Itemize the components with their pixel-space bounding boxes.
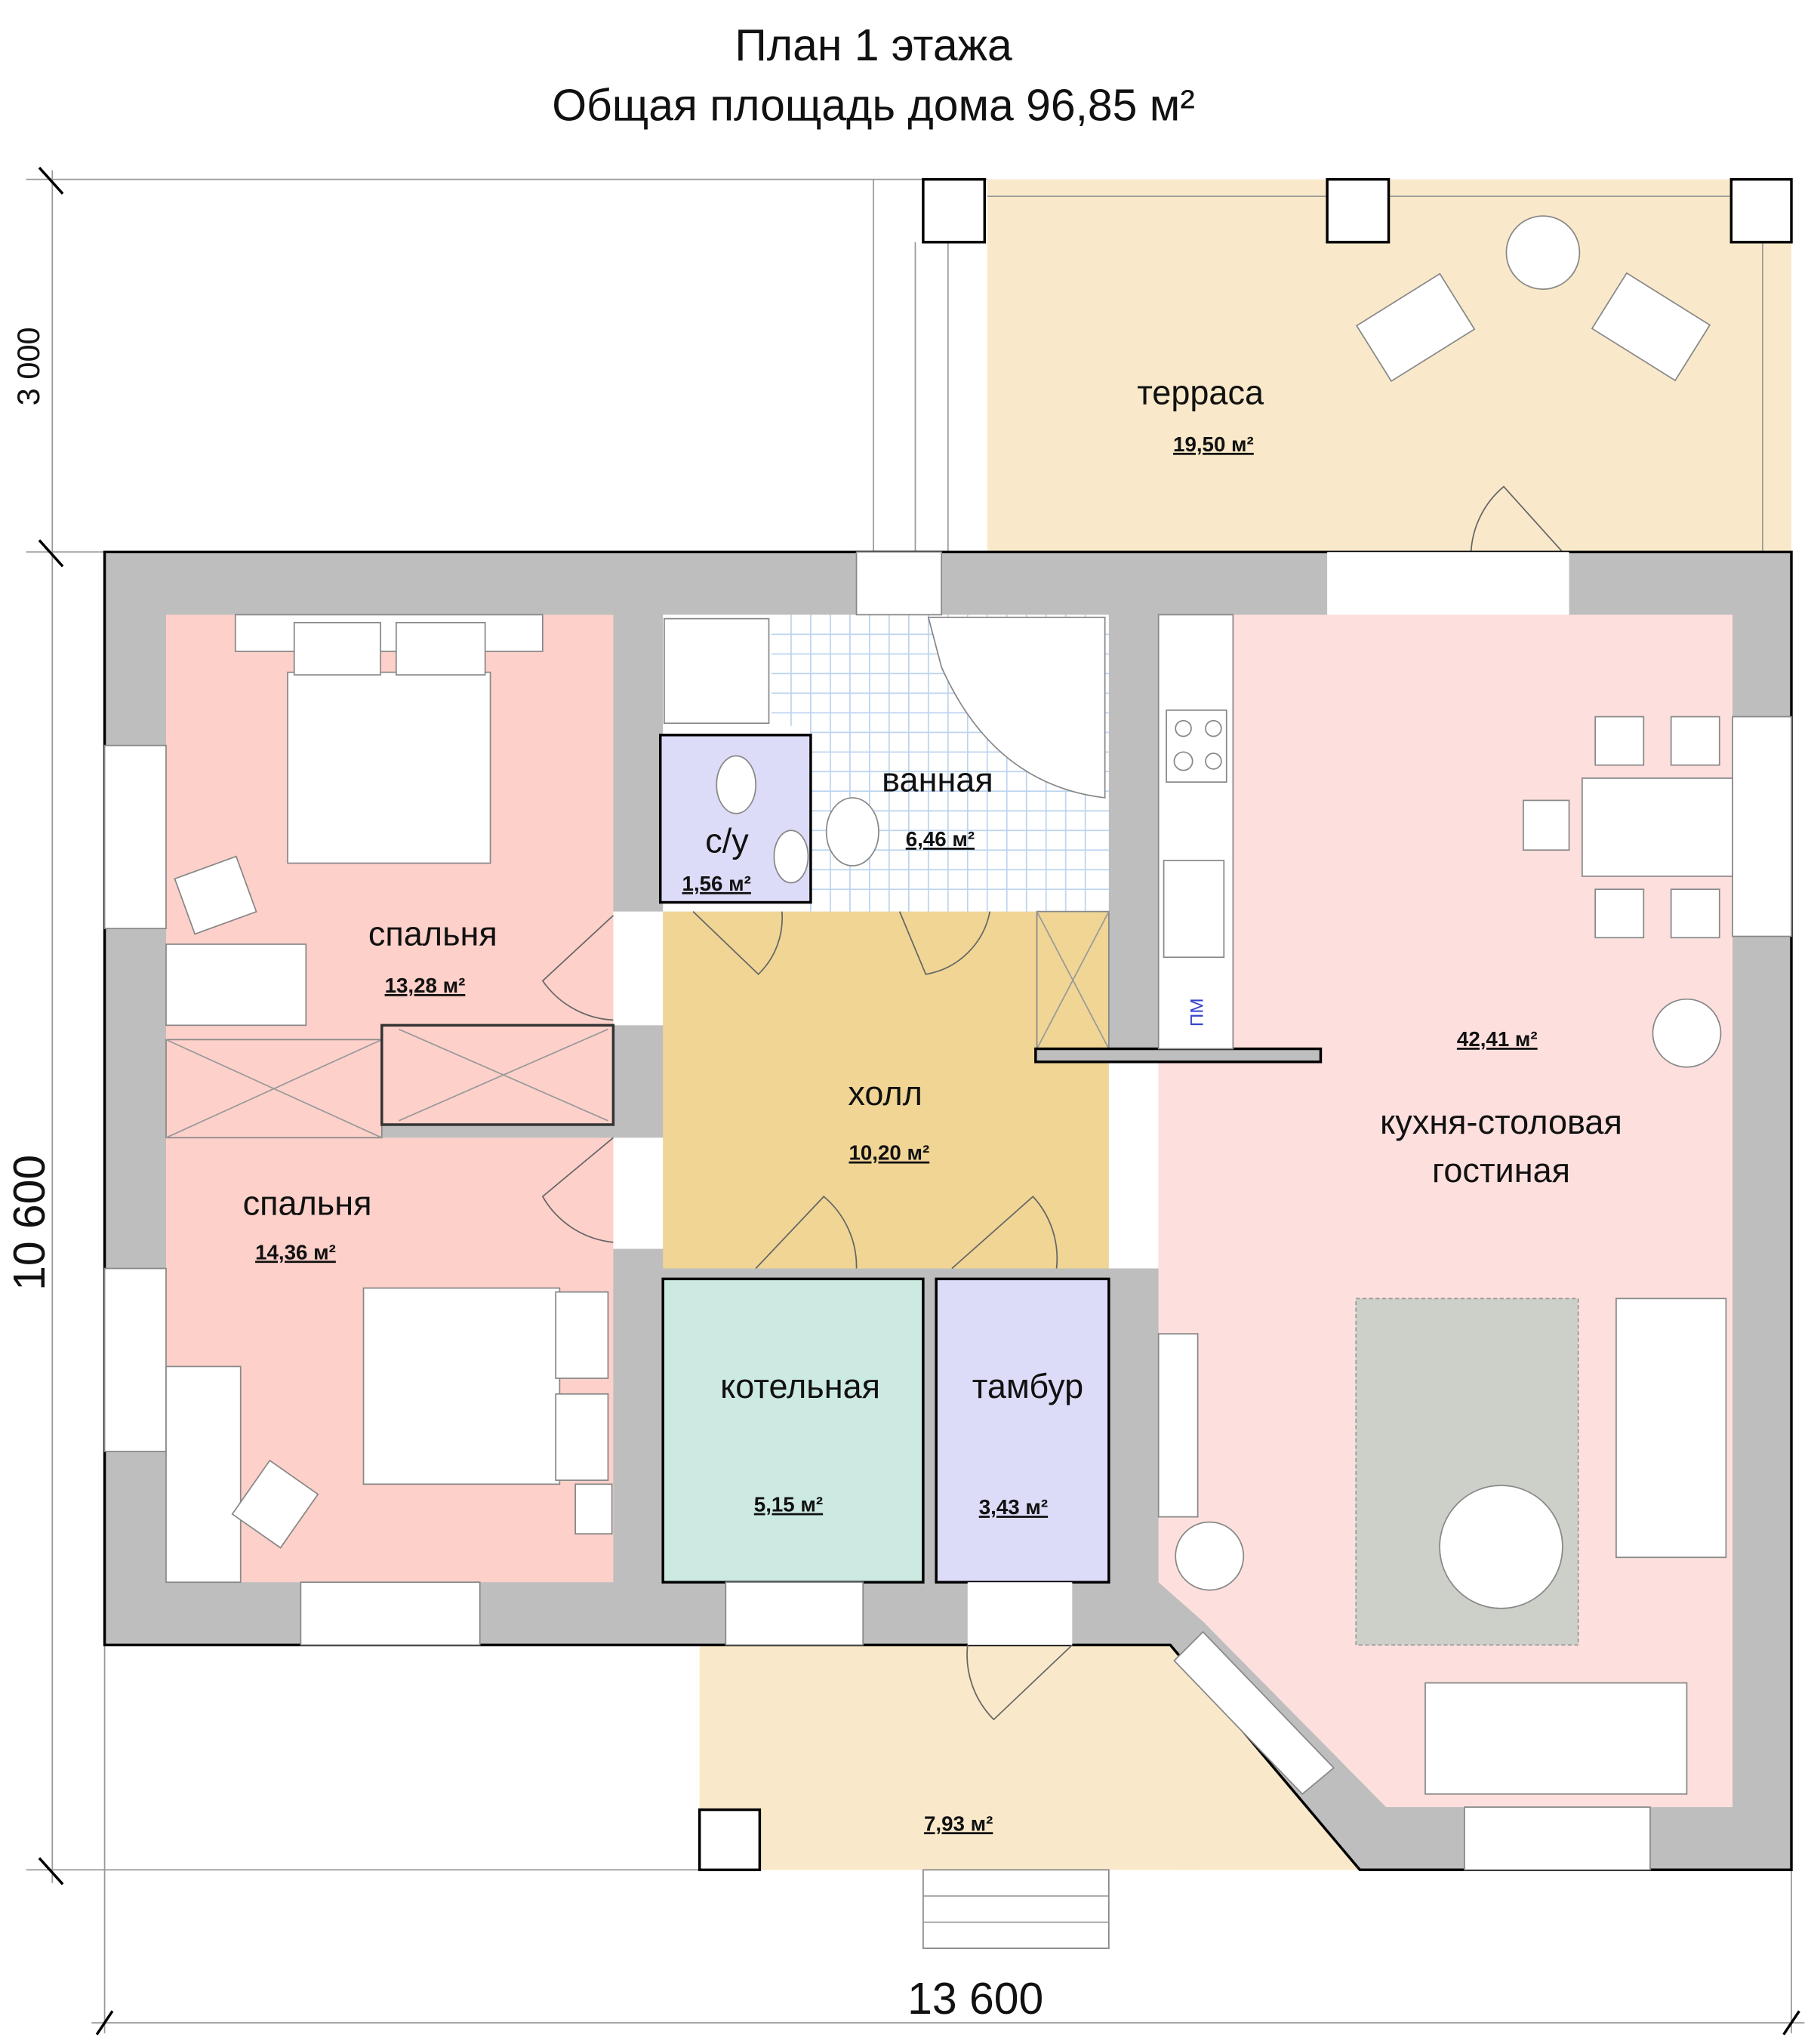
dining-table bbox=[1582, 777, 1733, 877]
coffee-table bbox=[1439, 1485, 1563, 1609]
sofa bbox=[1424, 1682, 1688, 1795]
room-name-hall: холл bbox=[848, 1074, 922, 1113]
armchair bbox=[231, 1459, 319, 1549]
dishwasher-label: ПМ bbox=[1187, 998, 1208, 1027]
partition bbox=[1034, 1047, 1323, 1064]
column bbox=[698, 1808, 762, 1872]
plan-title: План 1 этажа bbox=[735, 21, 1012, 70]
hall bbox=[663, 911, 1109, 1269]
room-name-bathroom: ванная bbox=[882, 760, 993, 799]
room-name-bedroom-2: спальня bbox=[243, 1184, 372, 1222]
plan-subtitle: Общая площадь дома 96,85 м² bbox=[552, 82, 1195, 131]
shower bbox=[664, 617, 770, 725]
bathtub bbox=[927, 617, 1106, 799]
armchair bbox=[1591, 272, 1711, 382]
toilet-icon bbox=[716, 755, 757, 814]
sink bbox=[773, 830, 809, 884]
room-area-wc: 1,56 м² bbox=[682, 872, 751, 895]
column bbox=[922, 177, 987, 244]
round-table bbox=[1505, 215, 1581, 291]
sofa bbox=[1615, 1298, 1727, 1559]
steps bbox=[922, 1869, 1110, 1950]
bed bbox=[362, 1287, 561, 1485]
room-area-porch: 7,93 м² bbox=[924, 1812, 993, 1835]
room-area-bedroom-2: 14,36 м² bbox=[255, 1240, 336, 1264]
room-area-bedroom-1: 13,28 м² bbox=[385, 974, 466, 997]
dimension-width: 13 600 bbox=[907, 1975, 1043, 2024]
room-area-vestibule: 3,43 м² bbox=[979, 1495, 1048, 1519]
desk bbox=[165, 1365, 242, 1584]
plant-icon bbox=[1652, 998, 1722, 1068]
room-name-boiler: котельная bbox=[720, 1367, 880, 1405]
room-area-kitchen: 42,41 м² bbox=[1457, 1027, 1538, 1051]
room-name-vestibule: тамбур bbox=[972, 1367, 1083, 1405]
column bbox=[1729, 177, 1793, 244]
tv-stand bbox=[1157, 1333, 1199, 1518]
bed bbox=[287, 671, 491, 864]
room-area-terrace: 19,50 м² bbox=[1173, 433, 1254, 456]
room-area-bathroom: 6,46 м² bbox=[906, 827, 975, 851]
sink bbox=[825, 797, 879, 867]
column bbox=[1326, 177, 1391, 244]
armchair bbox=[1355, 272, 1476, 383]
sink bbox=[1163, 860, 1225, 959]
room-name-kitchen-line2: гостиная bbox=[1432, 1151, 1570, 1190]
boiler-room bbox=[661, 1277, 925, 1584]
kitchen-living bbox=[1158, 614, 1733, 1808]
armchair bbox=[174, 855, 257, 935]
dimension-terrace-depth: 3 000 bbox=[11, 327, 46, 405]
room-area-hall: 10,20 м² bbox=[849, 1141, 929, 1165]
room-area-boiler: 5,15 м² bbox=[754, 1493, 823, 1516]
room-name-kitchen-line1: кухня-столовая bbox=[1380, 1103, 1622, 1141]
vestibule bbox=[935, 1277, 1110, 1584]
room-name-wc: с/у bbox=[705, 822, 749, 860]
room-name-bedroom-1: спальня bbox=[368, 915, 497, 953]
desk bbox=[165, 944, 307, 1027]
plant-icon bbox=[1175, 1521, 1245, 1591]
dimension-height: 10 600 bbox=[5, 1155, 54, 1291]
dimension-lines bbox=[26, 166, 1805, 2036]
kitchen-counter bbox=[1157, 614, 1234, 1050]
stove-icon bbox=[1166, 710, 1227, 783]
terrace bbox=[873, 177, 1793, 553]
room-name-terrace: терраса bbox=[1137, 374, 1264, 412]
